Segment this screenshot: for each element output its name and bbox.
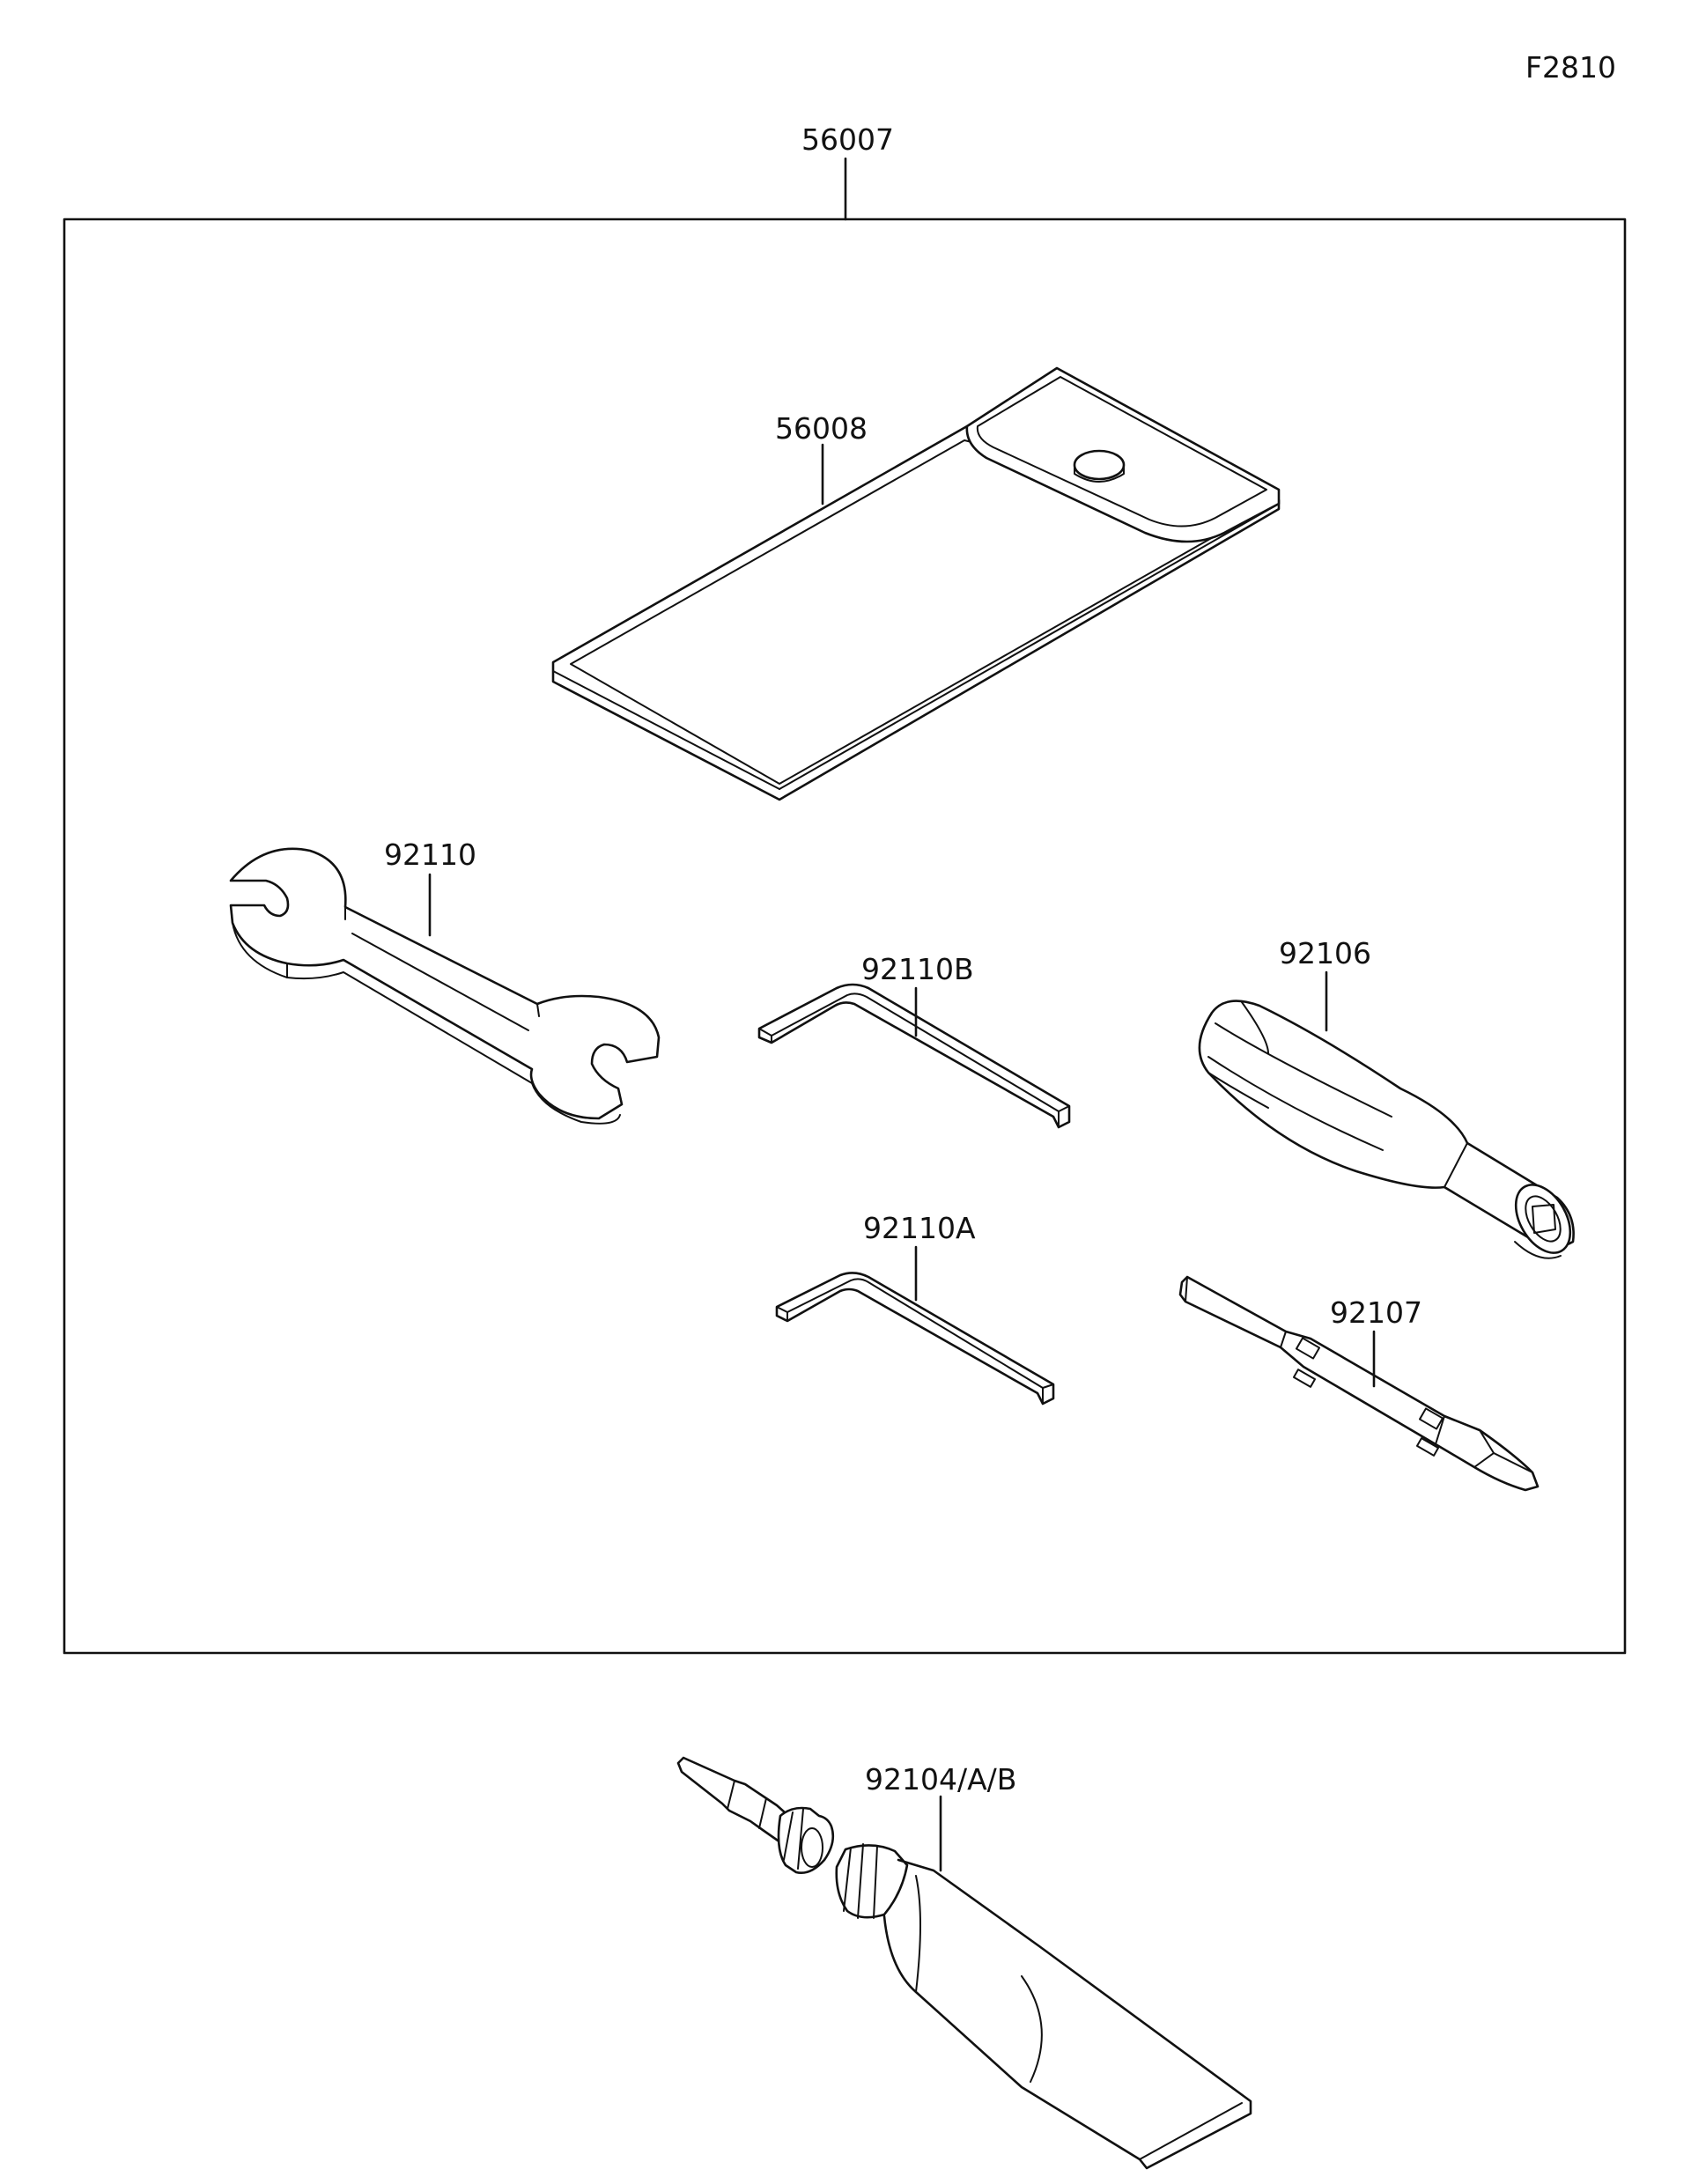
repair-tube-illustration bbox=[676, 1756, 1252, 2170]
label-hex-wrench-a: 92110A bbox=[863, 1211, 976, 1245]
screwdriver-handle-illustration bbox=[1198, 1000, 1575, 1259]
hex-wrench-a-illustration bbox=[775, 1272, 1055, 1406]
figure-code: F2810 bbox=[1525, 50, 1616, 85]
label-screwdriver-bit: 92107 bbox=[1330, 1295, 1422, 1330]
label-screwdriver-handle: 92106 bbox=[1279, 936, 1371, 970]
screwdriver-bit-illustration bbox=[1178, 1275, 1540, 1492]
tool-kit-box bbox=[63, 218, 1627, 1655]
label-wrench: 92110 bbox=[384, 837, 476, 872]
hex-wrench-b-illustration bbox=[757, 983, 1071, 1129]
label-tool-kit: 56007 bbox=[801, 122, 894, 157]
label-tool-bag: 56008 bbox=[775, 411, 868, 446]
label-hex-wrench-b: 92110B bbox=[861, 952, 974, 986]
tool-bag-illustration bbox=[551, 366, 1281, 801]
wrench-illustration bbox=[229, 847, 661, 1125]
label-repair-tube: 92104/A/B bbox=[865, 1762, 1016, 1797]
